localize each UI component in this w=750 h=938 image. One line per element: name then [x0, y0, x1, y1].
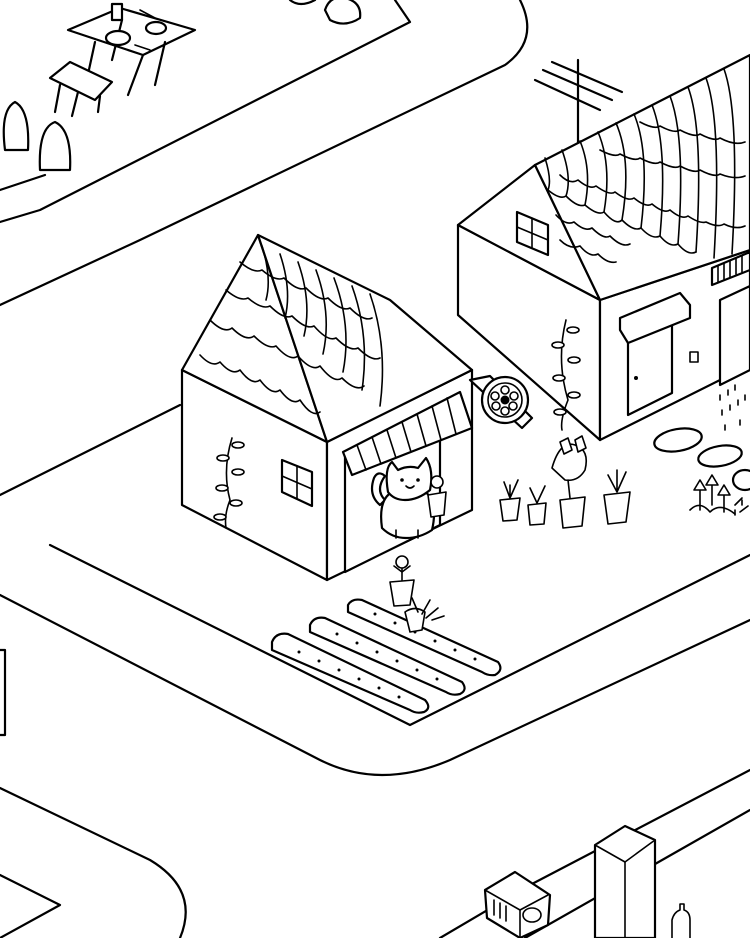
rooftop-chimney[interactable]: [593, 824, 657, 938]
rooftop-bottle: [671, 903, 691, 938]
garden-beds[interactable]: [270, 597, 502, 714]
top-left-block: [0, 0, 529, 307]
bench[interactable]: [48, 60, 114, 118]
main-lot-outline: [0, 403, 750, 938]
large-house[interactable]: [456, 53, 750, 442]
striped-awning[interactable]: [341, 390, 474, 477]
tv-antenna[interactable]: [533, 58, 624, 147]
rooftop-speaker[interactable]: [483, 870, 552, 938]
grass-dots: [719, 384, 746, 516]
picnic-table[interactable]: [66, 2, 197, 97]
potted-plants[interactable]: [389, 435, 631, 607]
tulips[interactable]: [689, 474, 749, 515]
bushes[interactable]: [2, 0, 362, 172]
stepping-stones[interactable]: [652, 425, 750, 492]
cat[interactable]: [370, 456, 447, 540]
shop-sign[interactable]: [468, 374, 534, 430]
